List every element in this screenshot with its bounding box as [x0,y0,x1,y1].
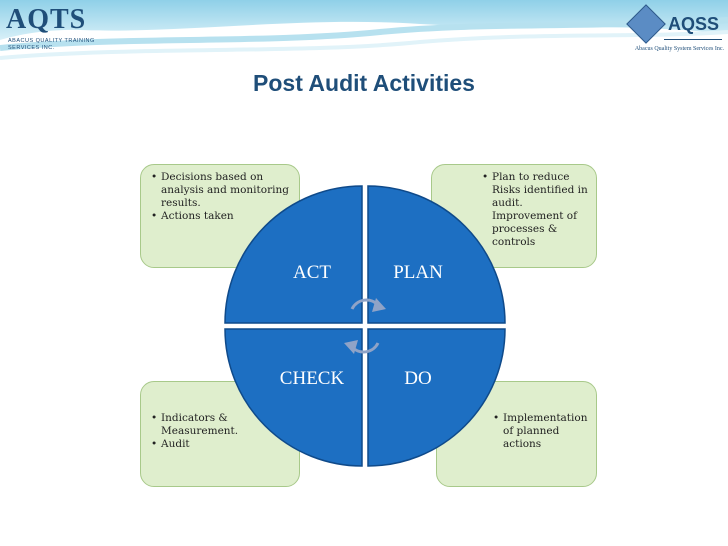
do-label: DO [404,368,431,389]
check-quadrant [224,328,363,467]
header-wave-band [0,0,728,60]
act-note-item: Actions taken [149,210,291,223]
aqss-logo: AQSS Abacus Quality System Services Inc. [626,4,724,58]
plan-label: PLAN [393,262,443,283]
cycle-arrows-icon [344,298,386,354]
do-quadrant [367,328,506,467]
aqts-logo: AQTS Abacus Quality Training Services In… [4,4,104,56]
plan-note-item: Plan to reduce Risks identified in audit… [480,171,588,249]
aqss-logo-rule [664,39,722,40]
check-note-item: Audit [149,438,291,451]
act-label: ACT [293,262,331,283]
act-note-box: Decisions based on analysis and monitori… [140,164,300,268]
do-note-item: Implementation of planned actions [491,412,588,451]
act-quadrant [224,185,363,324]
plan-quadrant [367,185,506,324]
aqss-logo-subtitle: Abacus Quality System Services Inc. [634,46,724,52]
aqts-logo-mark: AQTS [6,4,87,35]
check-label: CHECK [280,368,345,389]
check-note-item: Indicators & Measurement. [149,412,291,438]
slide-title: Post Audit Activities [253,70,475,96]
aqss-logo-mark: AQSS [668,14,720,34]
aqts-logo-subtitle: Abacus Quality Training Services Inc. [8,38,95,51]
act-note-item: Decisions based on analysis and monitori… [149,171,291,210]
aqss-diamond-icon [626,4,666,44]
pdca-cycle-diagram: ACT PLAN CHECK DO [224,185,506,467]
